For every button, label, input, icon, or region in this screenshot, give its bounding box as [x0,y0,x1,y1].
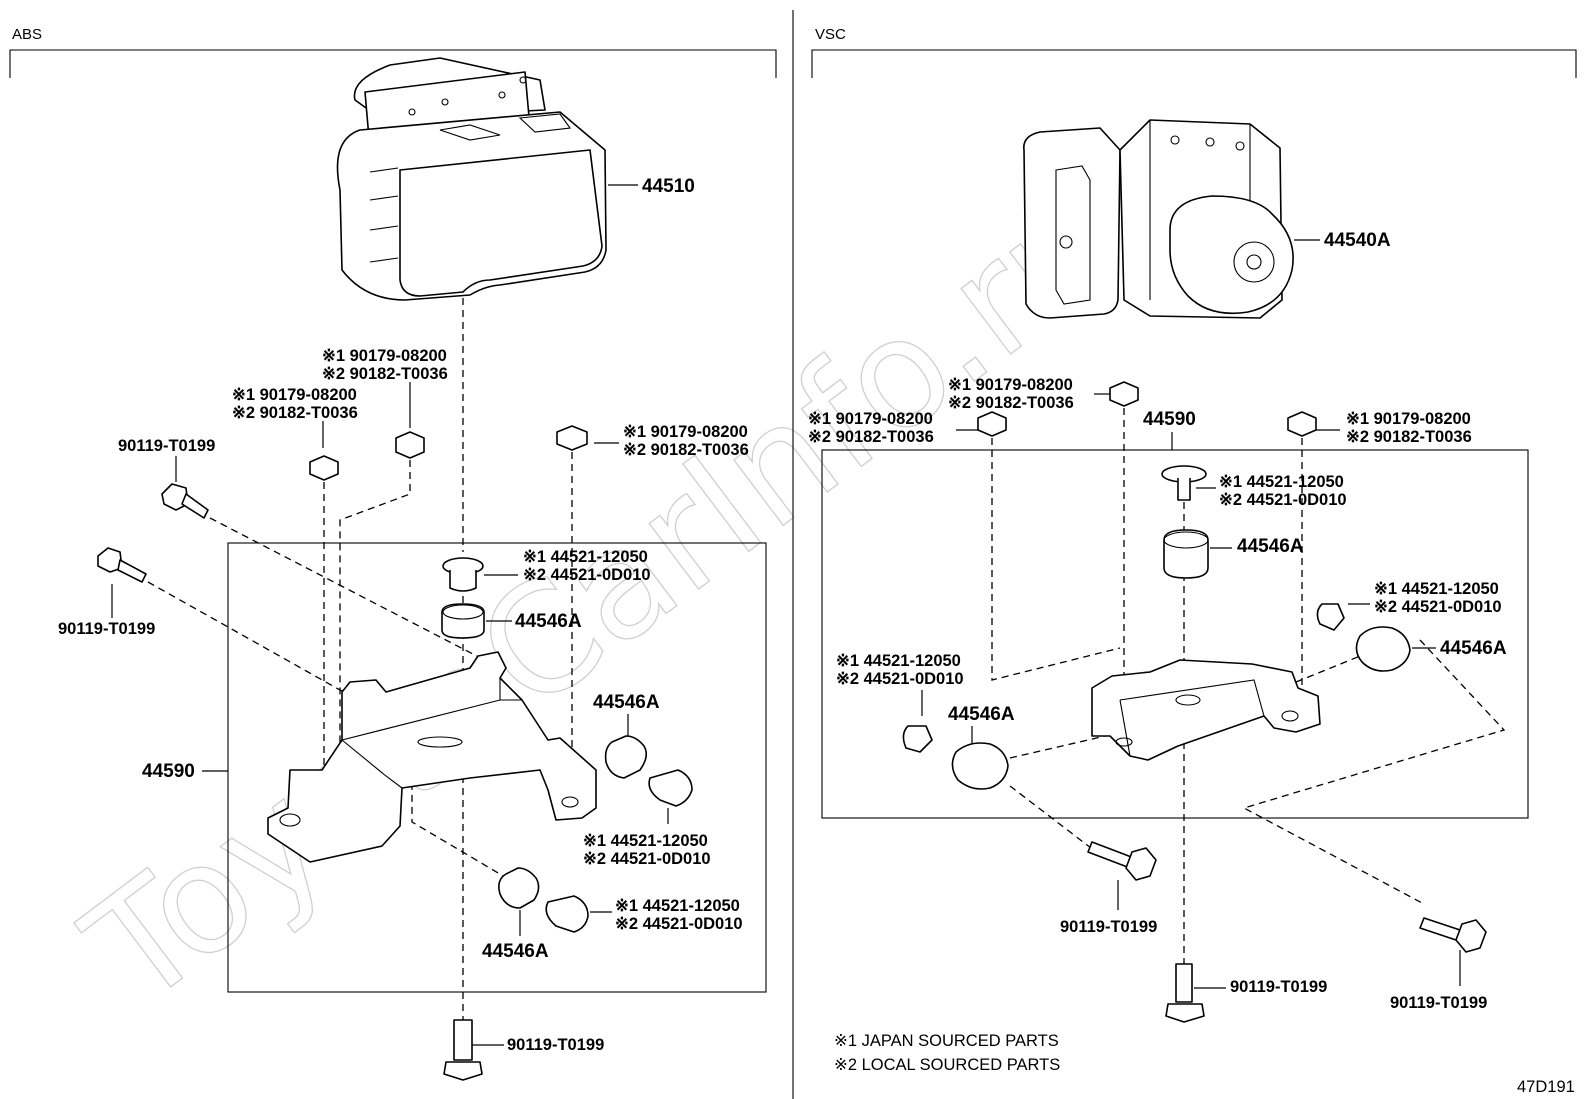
abs-nut-label-left-1: ※1 90179-08200 [232,386,357,404]
abs-nut-label-upper-1: ※1 90179-08200 [322,347,447,365]
abs-collar-label-mid-1: ※1 44521-12050 [583,832,708,850]
abs-bolt-label-left: 90119-T0199 [58,620,155,638]
vsc-nut-label-right-1: ※1 90179-08200 [1346,410,1471,428]
abs-collar-label-top-1: ※1 44521-12050 [523,548,648,566]
abs-nut-label-upper-2: ※2 90182-T0036 [322,365,448,383]
abs-cushion-label-top: 44546A [515,611,582,632]
vsc-bolt-label-left: 90119-T0199 [1060,918,1157,936]
abs-bolt-drawing [97,483,209,583]
vsc-collar-label-right-1: ※1 44521-12050 [1374,580,1499,598]
abs-bracket-box [227,542,767,993]
vsc-section: VSC 44540A ※1 90179-08200 ※2 90182-T0036… [808,26,1577,1074]
abs-nut-label-left-2: ※2 90182-T0036 [232,404,358,422]
vsc-left-cushion-drawing [902,725,1009,790]
vsc-nut-label-left-1: ※1 90179-08200 [808,410,933,428]
note-local-sourced: ※2 LOCAL SOURCED PARTS [834,1056,1060,1074]
abs-cushion-label-right: 44546A [593,692,660,713]
watermark-text: ToyotaCarInfo.ru [56,158,1146,1040]
abs-nut-label-right-2: ※2 90182-T0036 [623,441,749,459]
vsc-nut-label-right-2: ※2 90182-T0036 [1346,428,1472,446]
abs-section-title: ABS [12,26,42,43]
vsc-right-cushion-drawing [1316,603,1411,672]
figure-code: 47D191 [1517,1078,1575,1096]
vsc-collar-label-left-1: ※1 44521-12050 [836,652,961,670]
vsc-bracket-box [821,449,1529,819]
abs-collar-label-top-2: ※2 44521-0D010 [523,566,651,584]
vsc-nut-label-center-2: ※2 90182-T0036 [948,394,1074,412]
abs-collar-label-bottom-1: ※1 44521-12050 [615,897,740,915]
vsc-bolt-label-center: 90119-T0199 [1230,978,1327,996]
abs-bolt-label-bottom: 90119-T0199 [507,1036,604,1054]
abs-actuator-label: 44510 [642,176,695,197]
abs-right-cushion-drawing [604,735,693,807]
abs-nut-label-right-1: ※1 90179-08200 [623,423,748,441]
vsc-cushion-label-right: 44546A [1440,638,1507,659]
vsc-collar-label-left-2: ※2 44521-0D010 [836,670,964,688]
vsc-bolt-label-right: 90119-T0199 [1390,994,1487,1012]
vsc-section-bracket-line [811,49,1577,78]
abs-collar-label-bottom-2: ※2 44521-0D010 [615,915,743,933]
vsc-nut-label-center-1: ※1 90179-08200 [948,376,1073,394]
abs-bolt-label-top: 90119-T0199 [118,437,215,455]
note-japan-sourced: ※1 JAPAN SOURCED PARTS [834,1032,1059,1050]
vsc-actuator-drawing [1023,119,1294,319]
vsc-section-title: VSC [815,26,846,43]
abs-bracket-label: 44590 [142,761,195,782]
vsc-nut-label-left-2: ※2 90182-T0036 [808,428,934,446]
watermark: ToyotaCarInfo.ru [56,157,1148,1040]
abs-bracket-drawing [267,651,597,863]
vsc-collar-label-top-1: ※1 44521-12050 [1219,473,1344,491]
abs-actuator-drawing [336,57,607,301]
abs-section-bracket-line [9,49,777,78]
vsc-collar-label-top-2: ※2 44521-0D010 [1219,491,1347,509]
vsc-cushion-label-top: 44546A [1237,536,1304,557]
abs-bottom-bolt-drawing [443,1019,483,1081]
vsc-nut-drawing [977,381,1317,437]
abs-cushion-label-bottom: 44546A [482,941,549,962]
abs-nut-drawing [309,425,588,481]
vsc-collar-label-right-2: ※2 44521-0D010 [1374,598,1502,616]
vsc-bracket-drawing [1091,659,1321,761]
abs-section: ABS 44510 ※1 90179-08200 ※2 90182-T0036 … [9,26,777,1081]
abs-collar-label-mid-2: ※2 44521-0D010 [583,850,711,868]
vsc-actuator-label: 44540A [1324,230,1391,251]
vsc-collar-cushion-drawing [1161,465,1209,579]
vsc-cushion-label-left: 44546A [948,704,1015,725]
vsc-bracket-label: 44590 [1143,409,1196,430]
abs-bottom-cushion-drawing [498,867,589,933]
abs-collar-cushion-drawing [441,557,485,639]
vsc-bolts-drawing [1087,841,1487,1023]
